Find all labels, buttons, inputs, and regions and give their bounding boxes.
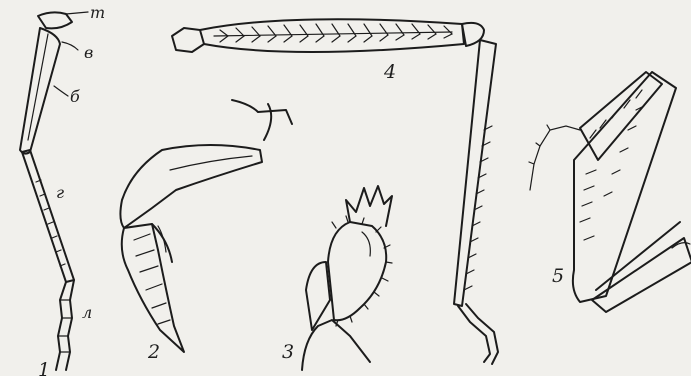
label-trochanter: т — [90, 3, 105, 22]
label-femur: б — [70, 87, 80, 106]
label-tibia: г — [56, 183, 64, 202]
leg-3-digging — [302, 186, 392, 370]
label-leg-3: 3 — [282, 341, 294, 363]
leg-1-walking — [20, 12, 88, 370]
label-leg-4: 4 — [383, 61, 396, 83]
leg-4-jumping — [172, 19, 498, 364]
label-segment-v: в — [84, 43, 93, 62]
label-leg-5: 5 — [552, 265, 564, 287]
label-tarsus: л — [82, 303, 92, 322]
label-leg-1: 1 — [38, 359, 50, 376]
leg-2-grasping — [120, 100, 292, 352]
label-leg-2: 2 — [147, 341, 160, 363]
